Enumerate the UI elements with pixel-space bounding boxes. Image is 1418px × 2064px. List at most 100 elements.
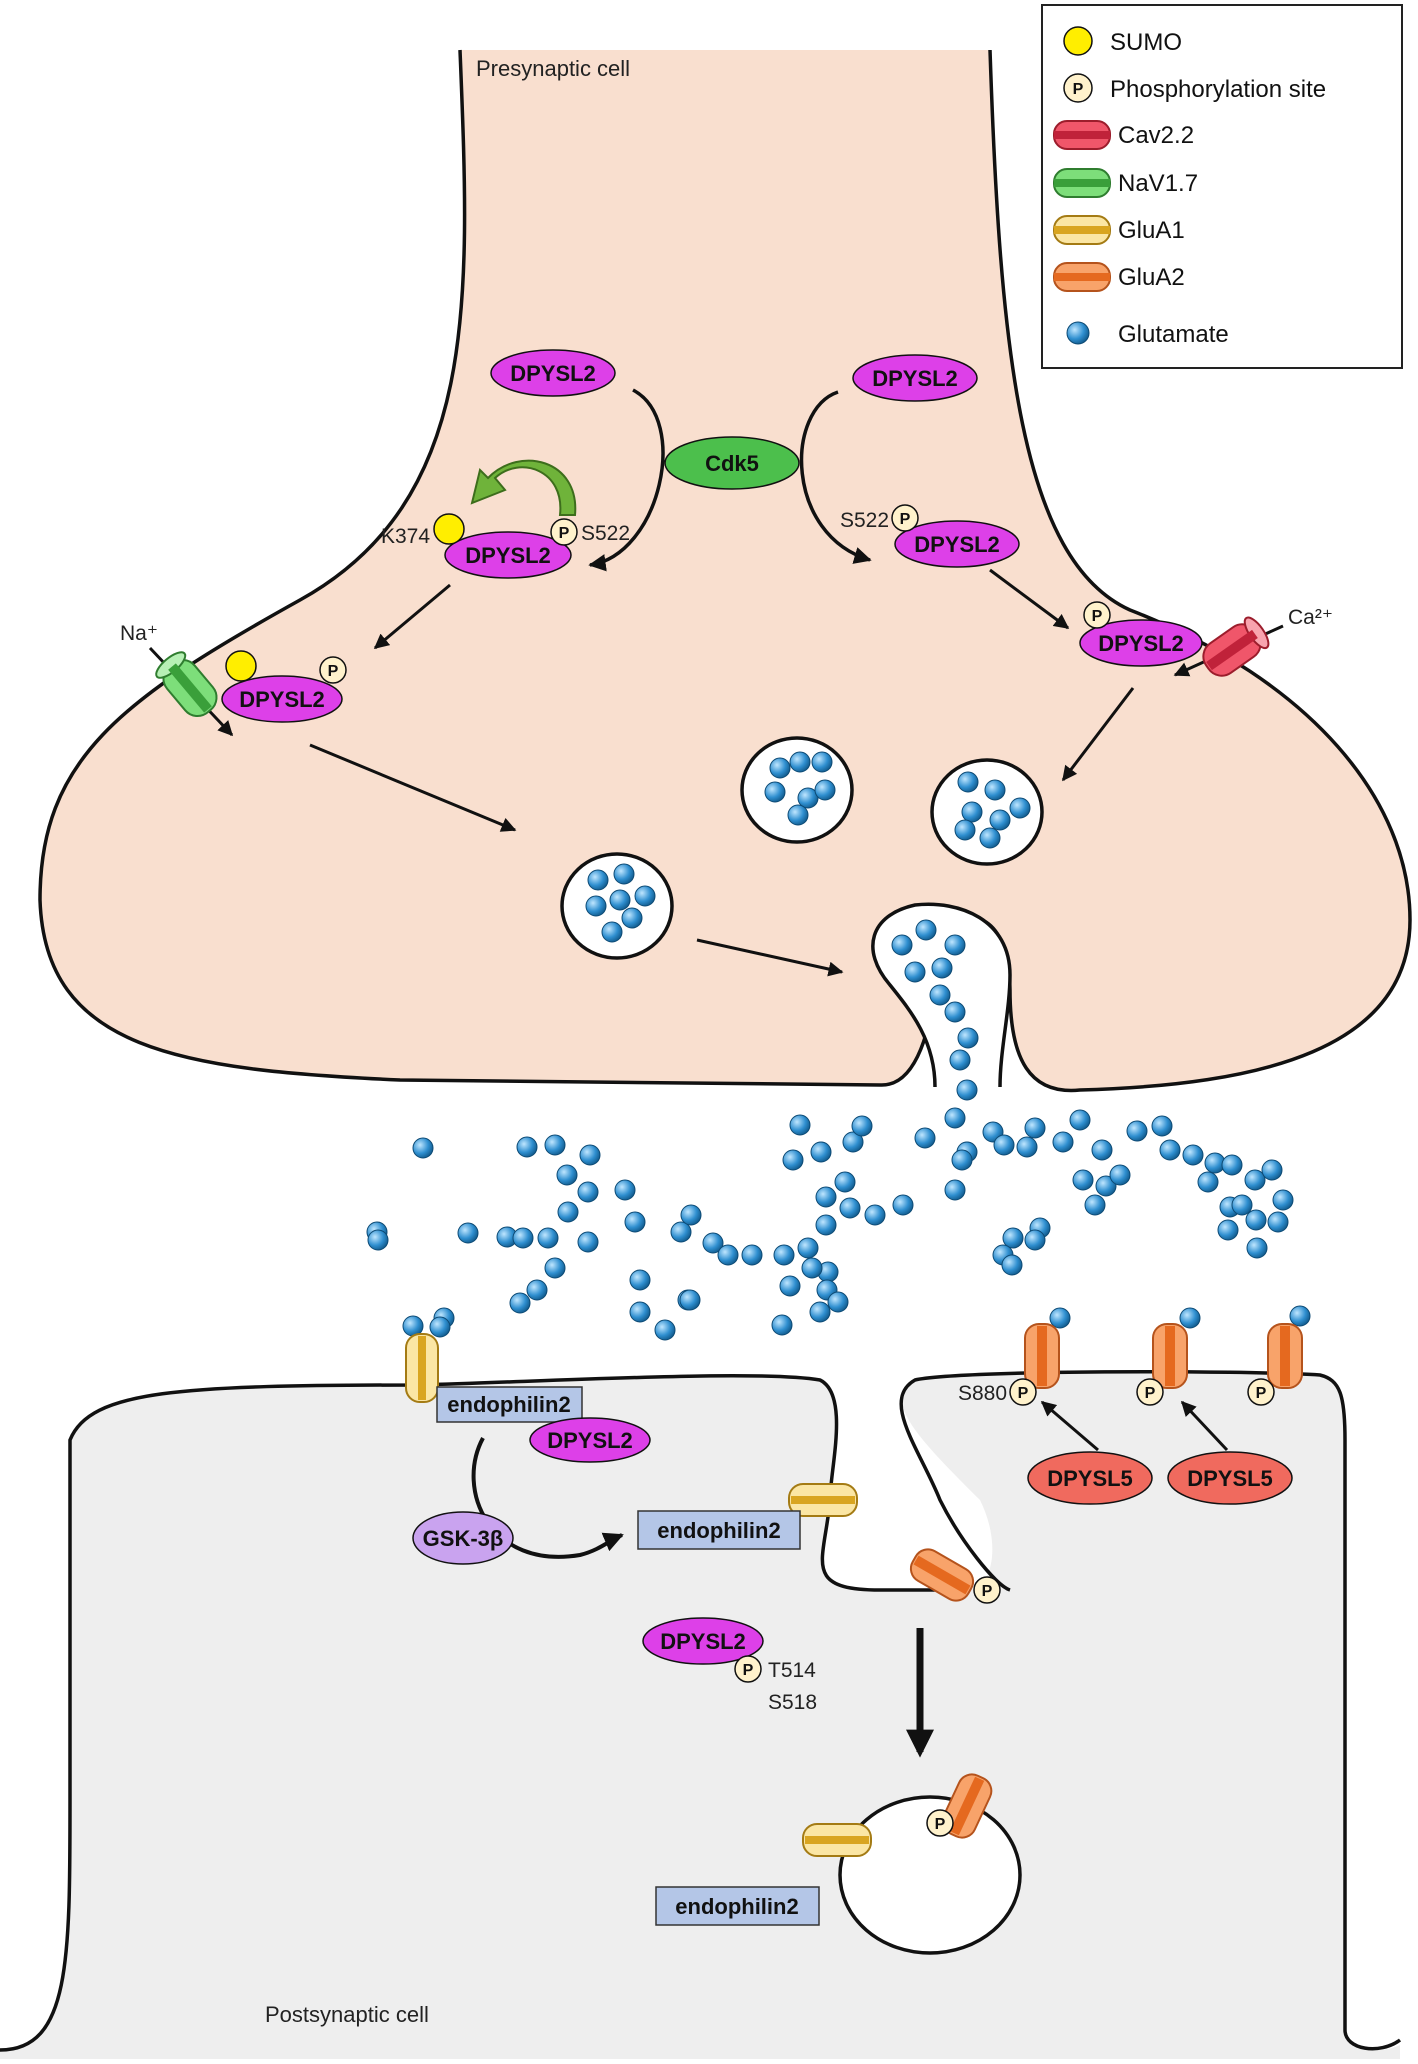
phosphorylation-icon: P <box>1136 1378 1164 1406</box>
glua2-receptor-icon <box>1053 262 1111 292</box>
glutamate-molecule <box>457 1222 479 1244</box>
glutamate-molecule <box>1246 1237 1268 1259</box>
glutamate-molecule <box>957 1027 979 1049</box>
glutamate-molecule <box>614 1179 636 1201</box>
dpysl2-postsynaptic <box>529 1417 651 1463</box>
glutamate-molecule <box>815 1186 837 1208</box>
nav17-channel <box>155 651 218 718</box>
glutamate-molecule <box>741 1244 763 1266</box>
s518-label: S518 <box>768 1691 817 1714</box>
svg-text:P: P <box>1092 608 1103 625</box>
glutamate-molecule <box>1221 1154 1243 1176</box>
glutamate-molecule <box>702 1232 724 1254</box>
gsk3b <box>412 1511 514 1565</box>
dpysl2-postsynaptic-label: DPYSL2 <box>547 1428 633 1453</box>
phosphorylation-icon: P <box>734 1655 762 1683</box>
glutamate-molecule <box>957 771 979 793</box>
svg-text:P: P <box>900 511 911 528</box>
glua1-receptor-top <box>405 1333 439 1403</box>
phosphorylation-icon: P <box>891 504 919 532</box>
glutamate-molecule <box>624 1211 646 1233</box>
dpysl2-phospho-t514 <box>642 1617 764 1665</box>
presynaptic-membrane <box>40 50 1410 1091</box>
glutamate-molecule <box>771 1314 793 1336</box>
glutamate-molecule <box>1109 1164 1131 1186</box>
glutamate-molecule <box>809 1301 831 1323</box>
svg-text:P: P <box>1145 1385 1156 1402</box>
glutamate-molecules <box>366 751 1311 1341</box>
cav22-channel-icon <box>1053 120 1111 150</box>
green-curved-arrow-icon <box>470 459 577 516</box>
postsynaptic-cell-label: Postsynaptic cell <box>265 2002 429 2027</box>
glutamate-molecule <box>577 1231 599 1253</box>
cdk5-label: Cdk5 <box>705 451 759 476</box>
glutamate-molecule <box>954 819 976 841</box>
dpysl2-top-left-label: DPYSL2 <box>510 361 596 386</box>
phosphorylation-icon: P <box>1063 73 1093 103</box>
glutamate-molecule <box>979 827 1001 849</box>
svg-text:P: P <box>1073 81 1084 98</box>
phosphorylation-icon: P <box>973 1576 1001 1604</box>
glutamate-molecule <box>412 1137 434 1159</box>
glutamate-molecule <box>914 1127 936 1149</box>
glutamate-molecule <box>1245 1209 1267 1231</box>
glutamate-molecule <box>577 1181 599 1203</box>
glua2-receptor-3 <box>1267 1323 1303 1389</box>
glutamate-icon <box>1066 321 1090 345</box>
glutamate-molecule <box>680 1204 702 1226</box>
nav17-channel-icon <box>1053 168 1111 198</box>
dpysl2-phospho-t514-label: DPYSL2 <box>660 1629 746 1654</box>
svg-text:P: P <box>982 1583 993 1600</box>
glutamate-molecule <box>587 869 609 891</box>
dpysl2-membrane-left <box>221 675 343 723</box>
phosphorylation-icon: P <box>1009 1378 1037 1406</box>
glutamate-molecule <box>787 804 809 826</box>
svg-text:P: P <box>1018 1385 1029 1402</box>
glutamate-molecule <box>810 1141 832 1163</box>
glutamate-molecule <box>670 1221 692 1243</box>
glutamate-molecule <box>367 1229 389 1251</box>
svg-text:P: P <box>1256 1385 1267 1402</box>
phosphorylation-icon: P <box>550 518 578 546</box>
glutamate-molecule <box>717 1244 739 1266</box>
glutamate-molecule <box>944 1107 966 1129</box>
legend: SUMO P Phosphorylation site Cav2.2 NaV1.… <box>1041 4 1403 369</box>
glutamate-molecule <box>773 1244 795 1266</box>
arrow-dpysl2-to-sumo <box>588 388 665 572</box>
arrow-vesicle-to-fusion <box>696 938 844 977</box>
glutamate-molecule <box>1267 1211 1289 1233</box>
t514-label: T514 <box>768 1659 816 1682</box>
s522-left-label: S522 <box>581 522 630 545</box>
glutamate-molecule <box>613 863 635 885</box>
dpysl2-top-right <box>852 354 978 402</box>
glutamate-molecule <box>864 1204 886 1226</box>
glutamate-molecule <box>629 1269 651 1291</box>
glutamate-molecule <box>609 889 631 911</box>
glutamate-molecule <box>634 885 656 907</box>
glutamate-molecule <box>801 1257 823 1279</box>
glutamate-molecule <box>827 1291 849 1313</box>
glutamate-molecule <box>579 1144 601 1166</box>
glutamate-molecule <box>1001 1254 1023 1276</box>
glutamate-molecule <box>797 787 819 809</box>
endophilin2-top-label: endophilin2 <box>447 1392 570 1417</box>
legend-label-glutamate: Glutamate <box>1118 321 1229 348</box>
na-ion-label: Na⁺ <box>120 622 158 645</box>
dpysl2-sumoylated <box>444 531 572 579</box>
legend-label-nav17: NaV1.7 <box>1118 170 1198 197</box>
legend-label-phosphorylation: Phosphorylation site <box>1110 76 1326 103</box>
glutamate-molecule <box>814 779 836 801</box>
k374-label: K374 <box>381 525 430 548</box>
dpysl2-membrane-right-label: DPYSL2 <box>1098 631 1184 656</box>
endophilin2-mid-label: endophilin2 <box>657 1518 780 1543</box>
glutamate-molecule <box>789 1114 811 1136</box>
cav22-channel <box>1202 616 1270 677</box>
glutamate-molecule <box>989 809 1011 831</box>
glutamate-molecule <box>1049 1307 1071 1329</box>
sumo-icon <box>1063 26 1093 56</box>
cdk5 <box>664 436 800 490</box>
s522-right-label: S522 <box>840 509 889 532</box>
glutamate-molecule <box>1095 1175 1117 1197</box>
dpysl5-right <box>1167 1451 1293 1505</box>
phosphorylation-icon: P <box>319 656 347 684</box>
